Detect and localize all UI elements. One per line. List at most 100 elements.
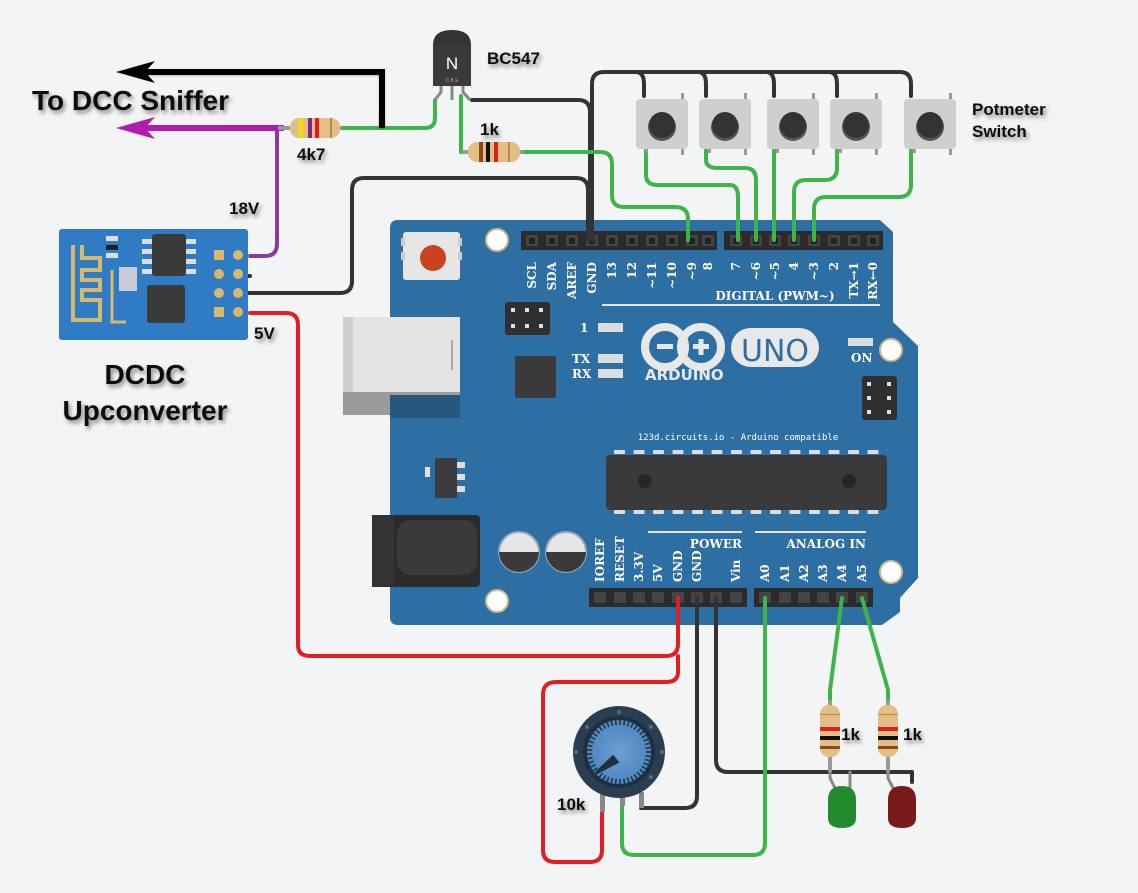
header-socket[interactable] [817, 592, 829, 603]
atmega-chip [606, 450, 887, 514]
pot-tick [644, 742, 650, 746]
resistor-1k-led-green [820, 700, 840, 772]
digital-pin-label: 12 [625, 262, 639, 279]
voltage-18v-label: 18V [229, 199, 260, 218]
pot-tick [598, 726, 603, 732]
digital-pin-label: GND [585, 262, 599, 294]
digital-pin-label: ~9 [685, 262, 699, 280]
socket-hole [529, 238, 535, 244]
digital-pin-label: 7 [729, 262, 743, 270]
digital-pin-label: ~6 [749, 262, 763, 280]
pot-pointer [594, 754, 620, 775]
push-button-3[interactable] [767, 93, 819, 155]
chip-pin [828, 510, 840, 514]
wire-5v [248, 311, 680, 658]
socket-hole [549, 238, 555, 244]
led-tx-label: TX [572, 352, 591, 366]
chip-pin [653, 510, 664, 514]
pot-tick [606, 776, 610, 782]
digital-pin-label: AREF [565, 262, 579, 300]
header-socket[interactable] [633, 592, 645, 603]
arrow-black [145, 69, 385, 128]
potmeter-switch-label-line2: Switch [972, 122, 1027, 141]
pot-tick [602, 775, 607, 781]
wire-emitter-gnd [470, 98, 592, 242]
chip-pin [770, 510, 781, 514]
chip-pin [750, 510, 762, 514]
dcdc-label-line1: DCDC [105, 359, 186, 390]
led-green [828, 772, 856, 828]
pot-tick [633, 725, 638, 731]
pot-tick [626, 721, 630, 727]
header-socket[interactable] [594, 592, 606, 603]
socket-hole [609, 238, 615, 244]
pot-tick [606, 722, 610, 728]
bc547-transistor: N C B E [433, 30, 472, 101]
pot-tick [590, 736, 596, 740]
resistor-4k7 [278, 118, 342, 138]
reset-button[interactable] [401, 232, 462, 280]
header-socket[interactable] [779, 592, 791, 603]
push-button-1[interactable] [636, 93, 688, 155]
analog-pin-label: A2 [797, 564, 811, 583]
dcdc-label-line2: Upconverter [63, 395, 228, 426]
capacitor [498, 531, 540, 573]
digital-pin-label: SDA [545, 261, 559, 290]
socket-hole [733, 238, 739, 244]
wire-button-4 [792, 148, 839, 242]
chip-pin [672, 450, 684, 454]
chip-pin [614, 510, 625, 514]
socket-hole [870, 238, 876, 244]
header-socket[interactable] [730, 592, 742, 603]
wire-gnd-btn [827, 70, 839, 98]
transistor-type: N [446, 54, 458, 73]
header-socket[interactable] [652, 592, 664, 603]
digital-pin-label: RX←0 [866, 262, 880, 300]
chip-pin [692, 510, 703, 514]
chip-pin [653, 450, 664, 454]
header-socket[interactable] [798, 592, 810, 603]
pot-tick [610, 720, 614, 726]
pot-tick [595, 729, 601, 734]
chip-pin [867, 450, 879, 454]
analog-pin-label: A1 [778, 564, 792, 583]
chip-pin [789, 450, 801, 454]
pot-tick [610, 778, 614, 784]
led-resistor-2-label: 1k [903, 725, 922, 744]
digital-pin-label: SCL [525, 261, 539, 288]
push-button-2[interactable] [699, 93, 751, 155]
resistor-1k-base [462, 142, 524, 162]
voltage-regulator [425, 458, 465, 498]
analog-pin-label: A3 [816, 564, 830, 583]
pot-tick [644, 758, 650, 762]
analog-pin-label: A4 [835, 564, 849, 583]
header-socket[interactable] [614, 592, 626, 603]
wire-button-5 [812, 148, 913, 242]
chip-pin [789, 510, 801, 514]
socket-hole [705, 238, 711, 244]
potentiometer-10k[interactable] [573, 706, 665, 812]
push-button-5[interactable] [904, 93, 956, 155]
dcc-sniffer-label: To DCC Sniffer [32, 85, 229, 116]
mounting-hole [879, 560, 903, 584]
chip-pin [711, 450, 723, 454]
usb-chip [515, 356, 556, 398]
socket-hole [569, 238, 575, 244]
socket-hole [629, 238, 635, 244]
arduino-uno-board: 1 TX RX ON ARDUINO UNO 123d.circuits.io … [343, 220, 918, 625]
chip-pin [828, 450, 840, 454]
mounting-hole [485, 589, 509, 613]
pot-tick [592, 767, 598, 772]
socket-hole [689, 238, 695, 244]
resistor-4k7-label: 4k7 [297, 145, 325, 164]
digital-label: DIGITAL (PWM~) [715, 289, 834, 303]
pot-tick [645, 746, 651, 749]
digital-pin-label: 13 [605, 262, 619, 279]
digital-pin-label: TX→1 [847, 262, 861, 299]
pot-tick [587, 756, 593, 760]
pot-tick [592, 732, 598, 737]
pot-tick [636, 727, 641, 733]
button-cap [649, 112, 675, 138]
push-button-4[interactable] [830, 93, 882, 155]
power-label: POWER [690, 537, 743, 551]
